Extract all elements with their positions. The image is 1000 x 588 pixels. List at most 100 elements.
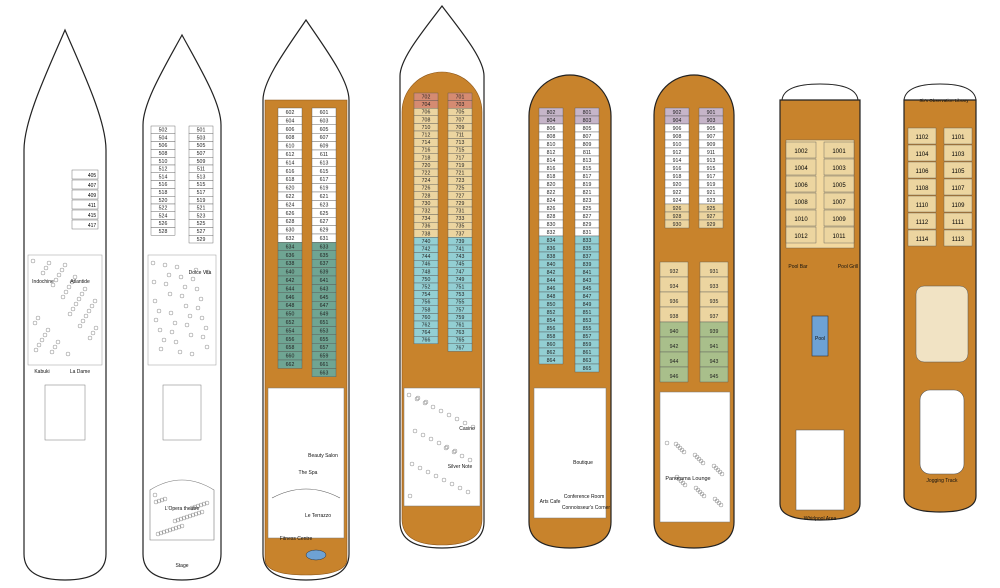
cabin [71, 199, 99, 210]
table-icon [45, 327, 51, 333]
cabin-number: 608 [286, 135, 295, 141]
cabin [785, 226, 817, 244]
table-icon [157, 327, 163, 333]
deck-7: 7027047067087107127147167187207227247267… [399, 5, 485, 549]
cabin [188, 234, 214, 244]
cabin-number: 520 [159, 198, 168, 204]
cabin-number: 526 [159, 221, 168, 227]
table-icon [152, 492, 158, 498]
cabin-number: 1109 [952, 203, 966, 209]
cabin-number: 745 [456, 262, 465, 268]
cabin-number: 812 [547, 150, 556, 156]
cabin-number: 609 [320, 144, 329, 150]
cabin-number: 805 [583, 126, 592, 132]
table-icon [40, 270, 46, 276]
cabin-number: 733 [456, 216, 465, 222]
table-icon [193, 267, 199, 273]
cabin-number: 942 [670, 344, 679, 350]
cabin [943, 178, 973, 196]
cabin-number: 409 [88, 193, 97, 199]
cabin-number: 804 [547, 118, 556, 124]
table-icon [177, 349, 183, 355]
cabin-number: 633 [320, 244, 329, 250]
table-icon [423, 399, 429, 405]
cabin-number: 909 [707, 142, 716, 148]
cabin-number: 767 [456, 345, 465, 351]
room-label: Whirlpool Area [804, 516, 837, 522]
cabin-number: 714 [422, 140, 431, 146]
cabin-number: 753 [456, 292, 465, 298]
table-icon [190, 276, 196, 282]
room-label: Pool [815, 336, 825, 342]
cabin-number: 511 [197, 167, 205, 173]
cabin-number: 660 [286, 354, 295, 360]
cabin-number: 908 [673, 134, 682, 140]
cabin-number: 612 [286, 152, 295, 158]
cabin-number: 508 [159, 151, 168, 157]
table-icon [406, 392, 412, 398]
lounge-area [147, 254, 217, 366]
table-icon [60, 294, 66, 300]
table-icon [673, 441, 679, 447]
cabin-number: 940 [670, 329, 679, 335]
cabin-number: 762 [422, 322, 431, 328]
cabin-number: 707 [456, 117, 465, 123]
cabin-number: 842 [547, 270, 556, 276]
cabin [943, 212, 973, 230]
cabin-number: 925 [707, 206, 716, 212]
cabin-number: 814 [547, 158, 556, 164]
cabin-number: 712 [422, 132, 431, 138]
cabin-number: 802 [547, 110, 556, 116]
cabin-number: 611 [320, 152, 328, 158]
cabin [71, 189, 99, 200]
table-icon [32, 320, 38, 326]
cabin-number: 808 [547, 134, 556, 140]
theatre-seating [149, 479, 215, 541]
cabin-number: 704 [422, 102, 431, 108]
cabin-number: 905 [707, 126, 716, 132]
service-core [162, 384, 202, 441]
cabin-number: 702 [422, 94, 431, 100]
cabin-number: 748 [422, 269, 431, 275]
cabin [664, 219, 690, 229]
cabin-number: 752 [422, 284, 431, 290]
cabin-number: 652 [286, 320, 295, 326]
cabin-number: 903 [707, 118, 716, 124]
cabin-number: 635 [320, 253, 329, 259]
table-icon [693, 485, 699, 491]
cabin-number: 505 [197, 143, 206, 149]
table-icon [158, 530, 164, 536]
deck-10: 1002100410061008101010121001100310051007… [779, 83, 861, 522]
cabin [823, 158, 855, 176]
cabin-number: 651 [320, 320, 329, 326]
cabin-number: 1101 [952, 135, 966, 141]
room-label: Casino [459, 426, 475, 432]
cabin-number: 706 [422, 110, 431, 116]
cabin-number: 846 [547, 286, 556, 292]
cabin-number: 513 [197, 174, 206, 180]
table-icon [79, 291, 85, 297]
cabin-number: 727 [456, 193, 465, 199]
table-icon [459, 453, 465, 459]
table-icon [49, 349, 55, 355]
table-icon [173, 339, 179, 345]
room-label: L'Opera theatre [165, 506, 200, 512]
cabin [785, 141, 817, 159]
table-icon [470, 424, 476, 430]
cabin-number: 510 [159, 159, 168, 165]
cabin-number: 824 [547, 198, 556, 204]
table-icon [187, 513, 193, 519]
table-icon [72, 274, 78, 280]
cabin-number: 529 [197, 237, 206, 243]
room-label: Arts Cafe [540, 499, 561, 505]
cabin-number: 415 [88, 213, 97, 219]
table-icon [65, 351, 71, 357]
room-label: Panorama Lounge [665, 476, 710, 482]
cabin-number: 922 [673, 190, 682, 196]
cabin-number: 701 [456, 94, 465, 100]
cabin-number: 810 [547, 142, 556, 148]
table-icon [195, 503, 201, 509]
cabin-number: 840 [547, 262, 556, 268]
cabin-number: 732 [422, 208, 431, 214]
cabin-number: 738 [422, 231, 431, 237]
